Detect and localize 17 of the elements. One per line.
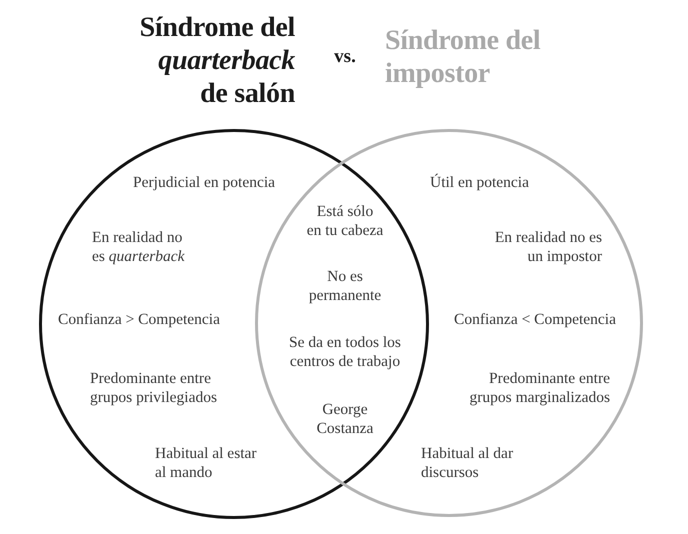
trait-text: Está sólo en tu cabeza [306,203,384,240]
trait-text: En realidad no es un impostor [494,229,602,266]
trait-text: Se da en todos los centros de trabajo [289,334,401,371]
set-heading: Síndrome del impostor [385,24,540,90]
trait-text: Predominante entre grupos marginalizados [470,370,610,407]
trait-text: Confianza < Competencia [454,311,616,330]
trait-text: Habitual al estar al mando [155,445,257,482]
trait-text: Predominante entre grupos privilegiados [90,370,217,407]
trait-text: Útil en potencia [430,174,529,192]
trait-text: En realidad no es quarterback [92,229,185,266]
trait-text: Confianza > Competencia [58,311,220,330]
trait-text: Habitual al dar discursos [421,445,514,482]
versus-label: vs. [334,46,356,68]
set-heading: Síndrome del quarterback de salón [140,11,295,110]
trait-text: George Costanza [316,401,374,438]
trait-text: No es permanente [308,268,382,305]
trait-text: Perjudicial en potencia [132,174,276,192]
